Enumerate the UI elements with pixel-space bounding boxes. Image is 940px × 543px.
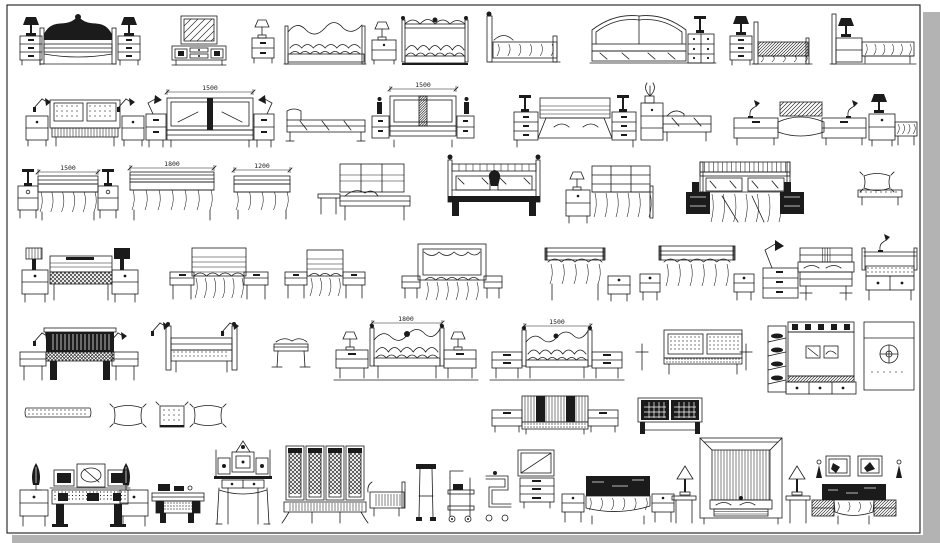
block-louver-bed-a <box>169 247 269 300</box>
block-pillow-b <box>189 403 227 428</box>
dim-label-row2-mid: 1500 <box>415 81 431 89</box>
block-arched-bed-chest <box>589 15 717 64</box>
block-pillow-bench <box>857 171 903 206</box>
dim-label-row3-right: 1200 <box>254 162 270 170</box>
sheet-border <box>6 4 921 534</box>
page-shadow-bottom <box>12 535 940 543</box>
block-wardrobe-panel <box>863 321 915 391</box>
block-lattice-rail-bed <box>686 161 804 223</box>
block-altar-dresser <box>214 440 272 525</box>
block-slat-bed-side <box>317 163 411 221</box>
block-floral-bed-side <box>729 16 813 66</box>
block-bed-elev-1800 <box>127 165 217 221</box>
block-bench-side <box>271 338 311 368</box>
block-lamp-cabinet-bed-side <box>868 94 918 147</box>
block-crib-bench <box>367 481 406 517</box>
block-post-daybed <box>150 321 240 373</box>
dim-label-row5-left: 1800 <box>398 315 414 323</box>
block-bed-1500-a <box>145 89 275 148</box>
block-bed-elev-1500 <box>17 169 119 221</box>
block-grid-headboard-bed <box>565 165 654 224</box>
block-desk-lamp-chest-bed <box>762 240 855 301</box>
block-vanity-console <box>19 462 149 527</box>
block-square-cushion <box>155 401 189 428</box>
block-tv-cabinet <box>517 449 555 509</box>
block-low-table <box>151 484 205 523</box>
block-dark-headboard-bed <box>561 476 675 525</box>
dim-label-row2-left: 1500 <box>202 84 218 92</box>
block-gooseneck-bed <box>733 99 867 146</box>
dim-label-row3-left: 1500 <box>60 164 76 172</box>
block-canopy-frame-bed <box>401 243 503 301</box>
block-ornate-bed-1500 <box>489 323 625 381</box>
block-stool <box>416 464 436 521</box>
page-shadow-right <box>923 12 940 543</box>
block-lattice-cabinet <box>637 397 703 434</box>
block-bolster-strip <box>24 407 92 418</box>
block-pictures-bed <box>811 455 902 525</box>
dim-label-row3-mid: 1800 <box>164 160 180 168</box>
dim-label-row5-mid: 1500 <box>549 318 565 326</box>
block-louver-bed-b <box>284 249 366 299</box>
block-striped-bed <box>21 247 139 303</box>
block-dark-slat-bench <box>19 327 139 381</box>
block-drape-bed-side <box>486 11 561 63</box>
block-tufted-cushion-bed <box>25 97 145 147</box>
block-classical-double-bed <box>19 14 141 66</box>
block-poster-bed <box>447 154 541 216</box>
block-bed-elev-1200 <box>231 167 293 220</box>
block-folding-screen-bench <box>281 445 369 524</box>
block-wall-unit <box>767 321 857 395</box>
block-rail-bed-two-nightstands <box>639 245 755 301</box>
block-rail-bed-one-nightstand <box>544 247 631 302</box>
block-mirror-dresser <box>171 15 227 66</box>
block-slat-rail-bed <box>513 95 637 148</box>
block-pillow-a <box>109 403 147 428</box>
block-canopy-poster-bed <box>671 437 811 525</box>
block-tufted-cushion-bench <box>635 329 753 375</box>
block-low-bed-side <box>285 108 366 142</box>
block-bed-1500-b <box>371 86 475 148</box>
block-tufted-daybed <box>861 233 918 301</box>
block-z-cart <box>485 471 512 522</box>
block-long-slat-bed <box>491 395 619 435</box>
block-ornate-bed-1800 <box>333 320 479 381</box>
block-bed-side-lamp-nightstand <box>251 19 367 65</box>
block-carved-headboard-bed <box>371 16 469 65</box>
block-plant-bed-side <box>640 82 712 142</box>
block-cabinet-bed-side <box>829 13 917 65</box>
block-serving-cart <box>447 470 475 523</box>
